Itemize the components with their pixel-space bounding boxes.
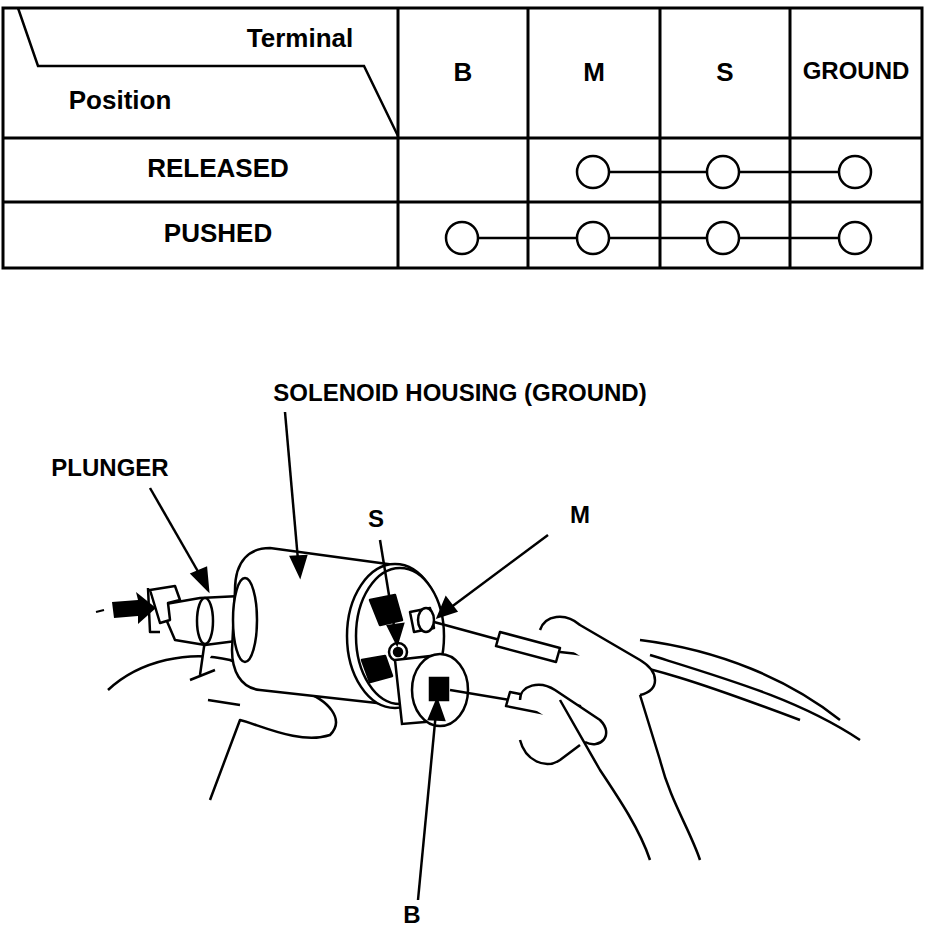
terminal-table-grid [3, 8, 922, 268]
position-row-head: RELEASED [147, 154, 289, 183]
part-name: PLUNGER [51, 455, 168, 481]
continuity-marks [446, 156, 871, 254]
terminal-column-head: S [716, 58, 733, 87]
position-row-head: PUSHED [164, 219, 272, 248]
leader-lines [150, 412, 548, 900]
table-header-position: Position [69, 86, 172, 115]
terminal-label: B [403, 902, 420, 928]
part-name: SOLENOID HOUSING (GROUND) [273, 380, 646, 406]
terminal-label: M [570, 502, 590, 528]
terminal-label: S [368, 506, 384, 532]
terminal-column-head: B [454, 58, 473, 87]
plunger [148, 586, 244, 645]
push-arrow [96, 592, 156, 624]
right-hand [520, 617, 700, 860]
terminal-column-head: M [583, 58, 605, 87]
terminal-column-head: GROUND [803, 58, 910, 84]
table-header-terminal: Terminal [247, 24, 353, 53]
